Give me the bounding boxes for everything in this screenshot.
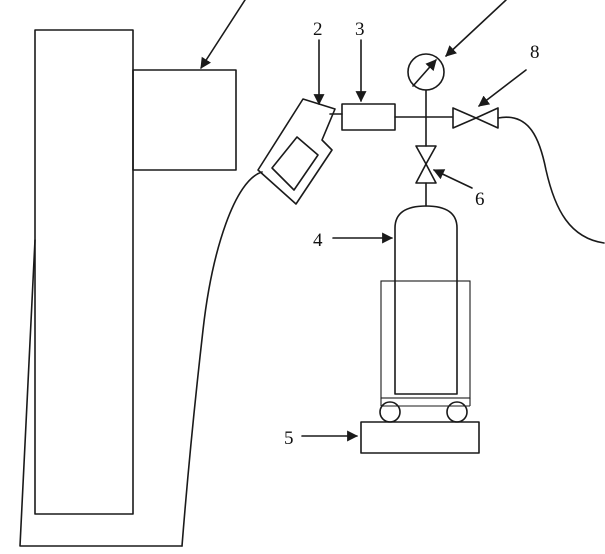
- cart-wheel-left: [379, 401, 401, 423]
- label-8: 8: [530, 42, 540, 63]
- outlet-line: [497, 116, 605, 244]
- pointer-arrow-top-left: [200, 0, 246, 69]
- valve-6: [415, 145, 437, 184]
- leader-8: [478, 69, 527, 107]
- weighing-scale: [360, 421, 480, 454]
- valve-8: [452, 107, 499, 129]
- pressure-gauge: [407, 53, 445, 118]
- handheld-gun: [257, 98, 336, 205]
- connector-block: [341, 103, 396, 131]
- label-4: 4: [313, 230, 323, 251]
- label-2: 2: [313, 19, 323, 40]
- label-3: 3: [355, 19, 365, 40]
- cart-wheel-right: [446, 401, 468, 423]
- label-5: 5: [284, 428, 294, 449]
- machine-body: [19, 29, 237, 547]
- label-6: 6: [475, 189, 485, 210]
- gas-cylinder: [394, 205, 458, 395]
- cylinder-cart: [380, 280, 471, 399]
- leader-6: [433, 169, 473, 189]
- pointer-arrow-gauge: [445, 0, 507, 57]
- hose-gun-to-machine: [181, 171, 263, 547]
